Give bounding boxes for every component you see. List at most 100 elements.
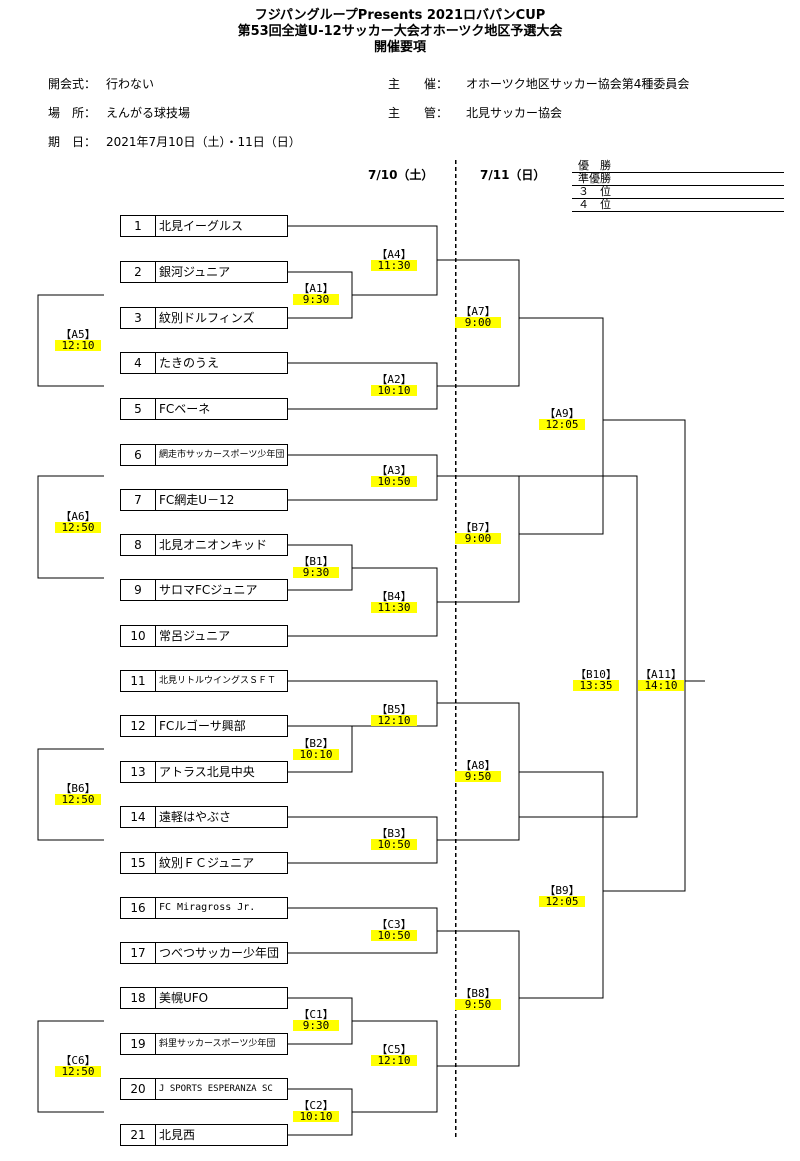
match-time: 12:10 bbox=[371, 715, 417, 726]
match-b5: 【B5】12:10 bbox=[371, 704, 417, 726]
team-name: つべつサッカー少年団 bbox=[159, 946, 280, 960]
team-name: 銀河ジュニア bbox=[159, 265, 231, 279]
match-time: 9:30 bbox=[293, 567, 339, 578]
match-time: 10:10 bbox=[293, 1111, 339, 1122]
match-b2: 【B2】10:10 bbox=[293, 738, 339, 760]
match-code: 【B5】 bbox=[376, 703, 412, 716]
team-number: 8 bbox=[121, 535, 156, 555]
team-number: 13 bbox=[121, 762, 156, 782]
match-time: 12:10 bbox=[371, 1055, 417, 1066]
rank-third-label: ３ 位 bbox=[578, 185, 611, 198]
team-name: 常呂ジュニア bbox=[159, 629, 231, 643]
match-time: 9:00 bbox=[455, 317, 501, 328]
match-time: 9:50 bbox=[455, 999, 501, 1010]
match-c1: 【C1】9:30 bbox=[293, 1009, 339, 1031]
manager-value: 北見サッカー協会 bbox=[466, 106, 563, 120]
team-number: 16 bbox=[121, 898, 156, 918]
match-b4: 【B4】11:30 bbox=[371, 591, 417, 613]
rank-runner-up-label: 準優勝 bbox=[578, 172, 611, 185]
match-code: 【B1】 bbox=[298, 555, 334, 568]
team-number: 14 bbox=[121, 807, 156, 827]
team-name: 北見西 bbox=[159, 1128, 196, 1142]
match-c6: 【C6】12:50 bbox=[55, 1055, 101, 1077]
team-name: FC網走U－12 bbox=[159, 493, 235, 507]
match-time: 9:50 bbox=[455, 771, 501, 782]
bracket-a6 bbox=[37, 475, 104, 579]
team-number: 10 bbox=[121, 626, 156, 646]
team-name: 紋別ドルフィンズ bbox=[159, 311, 255, 325]
match-time: 9:30 bbox=[293, 1020, 339, 1031]
match-time: 10:10 bbox=[293, 749, 339, 760]
team-name: FCベーネ bbox=[159, 402, 211, 416]
dates-label: 期 日： bbox=[48, 135, 97, 149]
rank-champion-label: 優 勝 bbox=[578, 159, 611, 172]
match-code: 【A5】 bbox=[60, 328, 96, 341]
match-code: 【B6】 bbox=[60, 782, 96, 795]
bracket-a11 bbox=[603, 419, 686, 892]
manager-label: 主 管： bbox=[388, 106, 449, 120]
match-time: 12:05 bbox=[539, 419, 585, 430]
match-b6: 【B6】12:50 bbox=[55, 783, 101, 805]
team-name: たきのうえ bbox=[159, 356, 220, 370]
team-number: 7 bbox=[121, 490, 156, 510]
match-code: 【A6】 bbox=[60, 510, 96, 523]
match-time: 9:30 bbox=[293, 294, 339, 305]
match-a3: 【A3】10:50 bbox=[371, 465, 417, 487]
team-name: 遠軽はやぶさ bbox=[159, 810, 232, 824]
match-code: 【A9】 bbox=[544, 407, 580, 420]
title-line-3: 開催要項 bbox=[373, 40, 426, 55]
match-b1: 【B1】9:30 bbox=[293, 556, 339, 578]
host-label: 主 催： bbox=[388, 77, 449, 91]
team-name: 網走市サッカースポーツ少年団 bbox=[159, 450, 285, 460]
match-a2: 【A2】10:10 bbox=[371, 374, 417, 396]
team-name: 北見イーグルス bbox=[159, 219, 244, 233]
match-b8: 【B8】9:50 bbox=[455, 988, 501, 1010]
match-b7: 【B7】9:00 bbox=[455, 522, 501, 544]
match-code: 【B3】 bbox=[376, 827, 412, 840]
match-code: 【A2】 bbox=[376, 373, 412, 386]
match-a8: 【A8】9:50 bbox=[455, 760, 501, 782]
rank-runner-up: 準優勝 bbox=[572, 173, 784, 186]
match-time: 10:50 bbox=[371, 839, 417, 850]
match-time: 12:50 bbox=[55, 794, 101, 805]
match-code: 【C1】 bbox=[298, 1008, 334, 1021]
match-code: 【B8】 bbox=[460, 987, 496, 1000]
match-code: 【A11】 bbox=[640, 668, 682, 681]
match-time: 10:50 bbox=[371, 930, 417, 941]
bracket-a5 bbox=[37, 294, 104, 387]
team-number: 4 bbox=[121, 353, 156, 373]
match-a9: 【A9】12:05 bbox=[539, 408, 585, 430]
host-value: オホーツク地区サッカー協会第4種委員会 bbox=[466, 77, 690, 91]
match-b9: 【B9】12:05 bbox=[539, 885, 585, 907]
bracket-a9 bbox=[519, 317, 604, 535]
match-code: 【C5】 bbox=[376, 1043, 412, 1056]
team-name: J SPORTS ESPERANZA SC bbox=[159, 1084, 273, 1094]
match-time: 13:35 bbox=[573, 680, 619, 691]
match-code: 【A8】 bbox=[460, 759, 496, 772]
match-a6: 【A6】12:50 bbox=[55, 511, 101, 533]
match-code: 【B2】 bbox=[298, 737, 334, 750]
match-code: 【A7】 bbox=[460, 305, 496, 318]
match-c2: 【C2】10:10 bbox=[293, 1100, 339, 1122]
day1-header: 7/10（土） bbox=[368, 168, 434, 182]
day2-header: 7/11（日） bbox=[480, 168, 546, 182]
bracket-a7 bbox=[437, 259, 520, 387]
venue-label: 場 所： bbox=[48, 106, 97, 120]
match-b3: 【B3】10:50 bbox=[371, 828, 417, 850]
team-number: 6 bbox=[121, 445, 156, 465]
bracket-b2 bbox=[288, 725, 353, 773]
match-b10: 【B10】13:35 bbox=[573, 669, 619, 691]
